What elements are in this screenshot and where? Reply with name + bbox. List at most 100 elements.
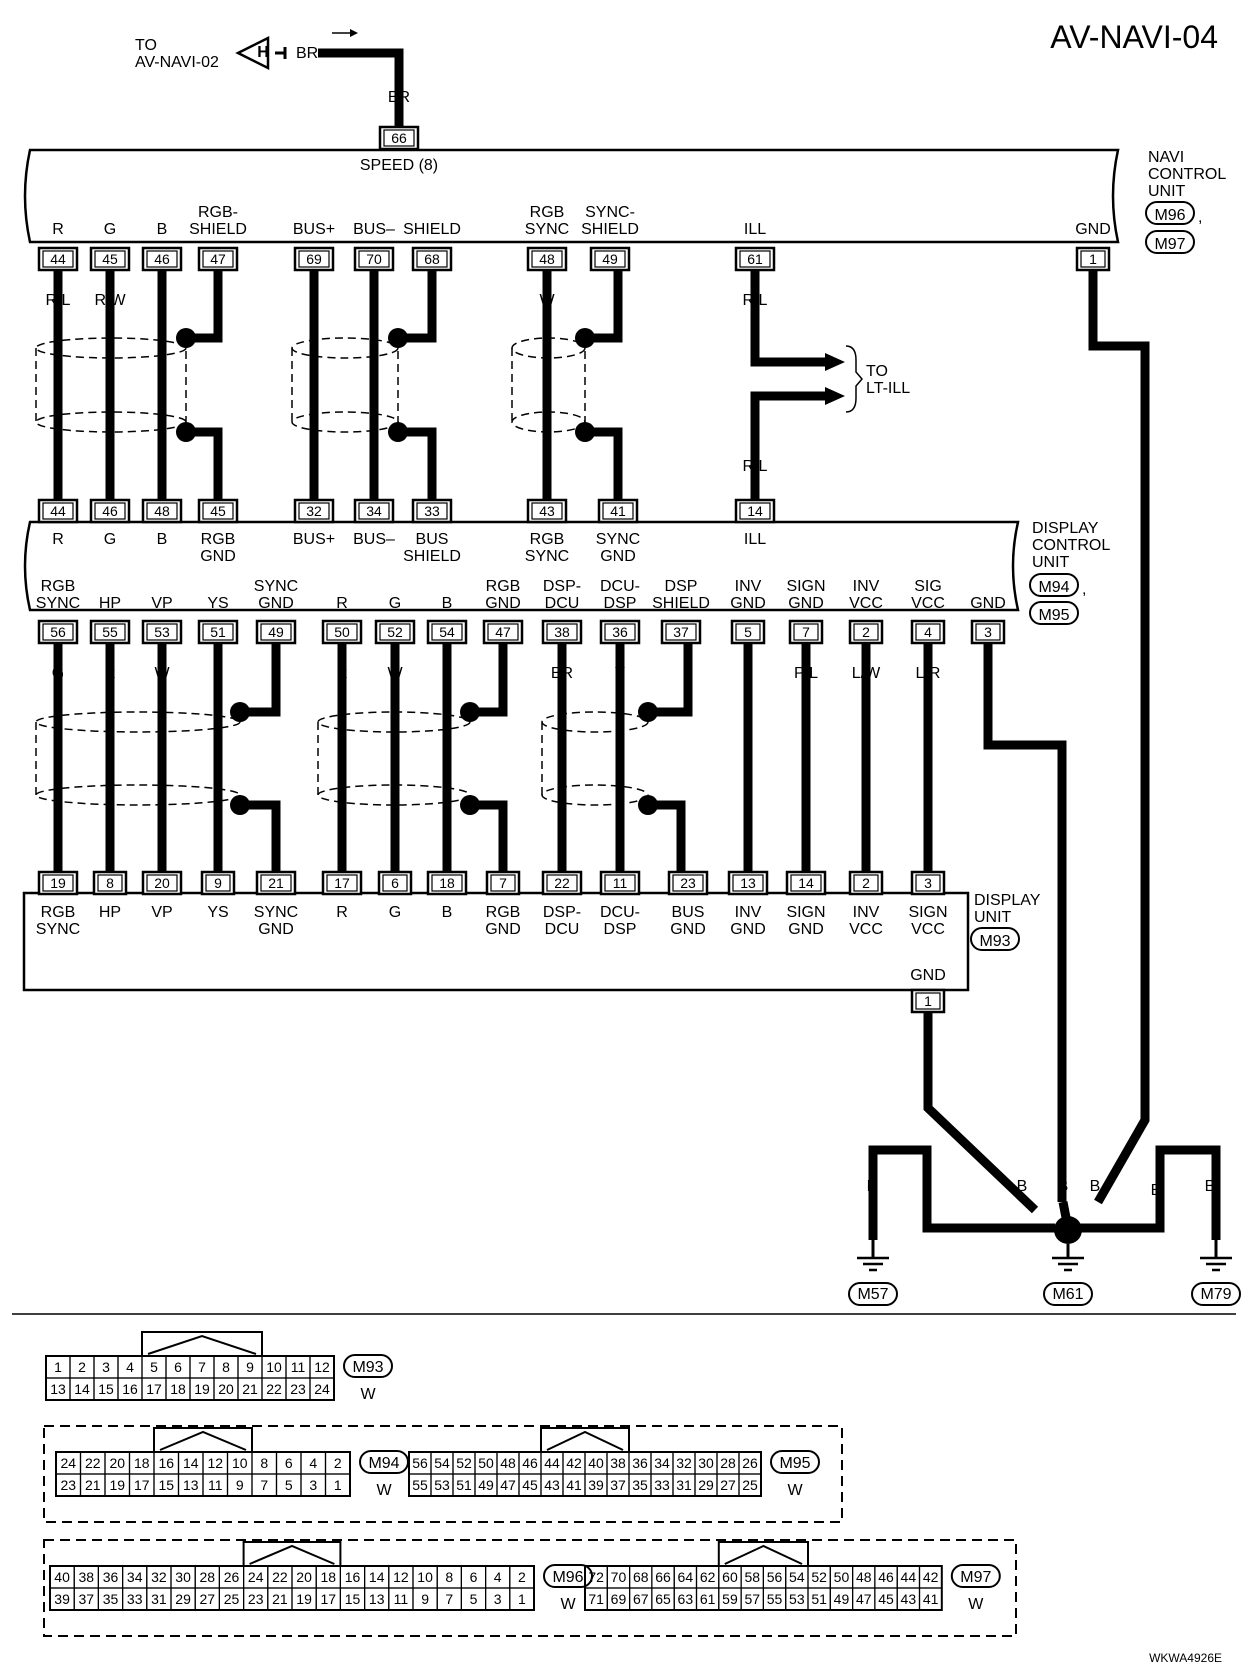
shield-drain-bot-1 (406, 427, 437, 500)
top-wire-br: BR (296, 45, 318, 62)
connector-M96-pin: 16 (345, 1569, 361, 1585)
dcu-bottom-pin-55-number: 55 (102, 624, 118, 640)
dcu-top-pin-32-inner (298, 502, 330, 520)
connector-M93-pin: 10 (266, 1359, 282, 1375)
dcu-bottom-label-top: DSP- (543, 578, 581, 595)
display-pin-11 (599, 870, 641, 896)
connector-M96-pin: 32 (151, 1569, 167, 1585)
connector-M96-pin: 11 (394, 1591, 409, 1607)
dcu-bottom-pin-50-inner (326, 623, 358, 641)
m96-m97-group-box (43, 1539, 1017, 1637)
shield2-drain-top-2 (656, 643, 693, 717)
connector-M94-pin: 21 (85, 1477, 101, 1493)
speed-pin-66-inner (383, 129, 415, 147)
dcu-bottom-pin-53-inner (146, 623, 178, 641)
navi-wire-color: L (310, 292, 319, 309)
connector-M93-pin: 16 (122, 1381, 138, 1397)
dcu-bottom-label-top: SIG (914, 578, 942, 595)
display-pin-14 (785, 870, 827, 896)
connector-M97-pin: 58 (744, 1569, 760, 1585)
dcu-top-label: BUS+ (293, 531, 335, 548)
connector-M96-pin: 21 (272, 1591, 288, 1607)
navi-pin-68 (411, 246, 453, 272)
connector-M95-pin: 53 (434, 1477, 450, 1493)
navi-pin-70-inner (358, 250, 390, 268)
connector-M94-pin: 12 (207, 1455, 223, 1471)
connector-M95-latch (540, 1427, 630, 1452)
dcu-bottom-pin-50 (321, 619, 363, 645)
dcu-top-label-2: SYNC (525, 548, 569, 565)
dcu-name-3: UNIT (1032, 554, 1070, 571)
connector-M97-pin: 42 (923, 1569, 939, 1585)
display-label-top: DCU- (600, 904, 640, 921)
connector-M93-pin: 17 (146, 1381, 162, 1397)
navi-pin-45 (89, 246, 131, 272)
dcu-bottom-label: DSP (604, 595, 637, 612)
dcu-bottom-pin-49 (255, 619, 297, 645)
connector-M95-pin: 46 (522, 1455, 538, 1471)
connector-M96-pin: 15 (345, 1591, 361, 1607)
display-pin-13-inner (732, 874, 764, 892)
display-pin-14-number: 14 (798, 875, 814, 891)
display-gnd-wire: B (923, 1032, 934, 1049)
navi-terminal-label: BUS– (353, 221, 395, 238)
dcu-top-pin-43-inner (531, 502, 563, 520)
shield2-drain-bot-1 (478, 800, 508, 872)
connector-id-oval-1 (1145, 230, 1195, 254)
dcu-bottom-pin-7-number: 7 (802, 624, 810, 640)
display-unit-conn-m93: M93 (979, 933, 1010, 950)
connector-M97-pin: 64 (678, 1569, 694, 1585)
connector-M94-pin: 20 (109, 1455, 125, 1471)
display-pin-21 (255, 870, 297, 896)
dcu-bottom-pin-4-inner (915, 623, 941, 641)
navi-pin-1-number: 1 (1089, 251, 1097, 267)
connector-M96-pin: 6 (470, 1569, 478, 1585)
wire-layer (53, 32, 1221, 1240)
connector-M94-pin: 24 (60, 1455, 76, 1471)
display-pin-3-inner (915, 874, 941, 892)
display-pin-8-number: 8 (106, 875, 114, 891)
navi-gnd-wire (1088, 270, 1150, 1205)
ground-m79-label: M79 (1200, 1286, 1231, 1303)
dcu-bottom-label: GND (258, 595, 294, 612)
dcu-bottom-label-top: RGB (41, 578, 76, 595)
display-pin-2 (848, 870, 884, 896)
dcu-bottom-pin-5-inner (735, 623, 761, 641)
connector-M96-pin: 26 (224, 1569, 240, 1585)
connector-M96-pin: 30 (175, 1569, 191, 1585)
dcu-bottom-pin-7-inner (793, 623, 819, 641)
connector-M96-pin: 12 (393, 1569, 409, 1585)
display-gnd-label: GND (910, 967, 946, 984)
dcu-bottom-pin-53-number: 53 (154, 624, 170, 640)
dcu-bottom-label: DCU (545, 595, 580, 612)
connector-M95-pin: 41 (566, 1477, 582, 1493)
dcu-bottom-pin-2 (848, 619, 884, 645)
navi-terminal-label: B (157, 221, 168, 238)
dcu-conn-m95: M95 (1038, 607, 1069, 624)
navi-wire-color: W (539, 292, 555, 309)
ground-m57-wire-2: B (922, 1178, 933, 1195)
navi-pin-46-number: 46 (154, 251, 170, 267)
navi-terminal-label: G (104, 221, 116, 238)
top-connector-h: H (257, 44, 269, 61)
dcu-bottom-label: VCC (849, 595, 883, 612)
ground-m61-wire-2: B (1058, 1178, 1069, 1195)
speed-wire (318, 48, 404, 128)
dcu-ill-wire-color: R/L (743, 458, 768, 475)
dcu-bottom-pin-52-number: 52 (387, 624, 403, 640)
connector-M94-latch (153, 1427, 253, 1452)
connector-M96-pin: 4 (494, 1569, 502, 1585)
dcu-top-pin-46-number: 46 (102, 503, 118, 519)
connector-M97-pin: 46 (878, 1569, 894, 1585)
navi-wire-color: R/L (743, 292, 768, 309)
connector-M95-pin: 55 (412, 1477, 428, 1493)
dcu-bottom-pin-55-inner (94, 623, 126, 641)
connector-M95-latch-mark (546, 1430, 624, 1451)
connector-M97-pin: 72 (588, 1569, 604, 1585)
h-connector-stub (275, 47, 287, 59)
display-gnd-pin-1-inner (915, 992, 941, 1010)
dcu-top-pin-33 (411, 498, 453, 524)
dcu-top-label: RGB (530, 531, 565, 548)
connector-M96-pin: 38 (79, 1569, 95, 1585)
